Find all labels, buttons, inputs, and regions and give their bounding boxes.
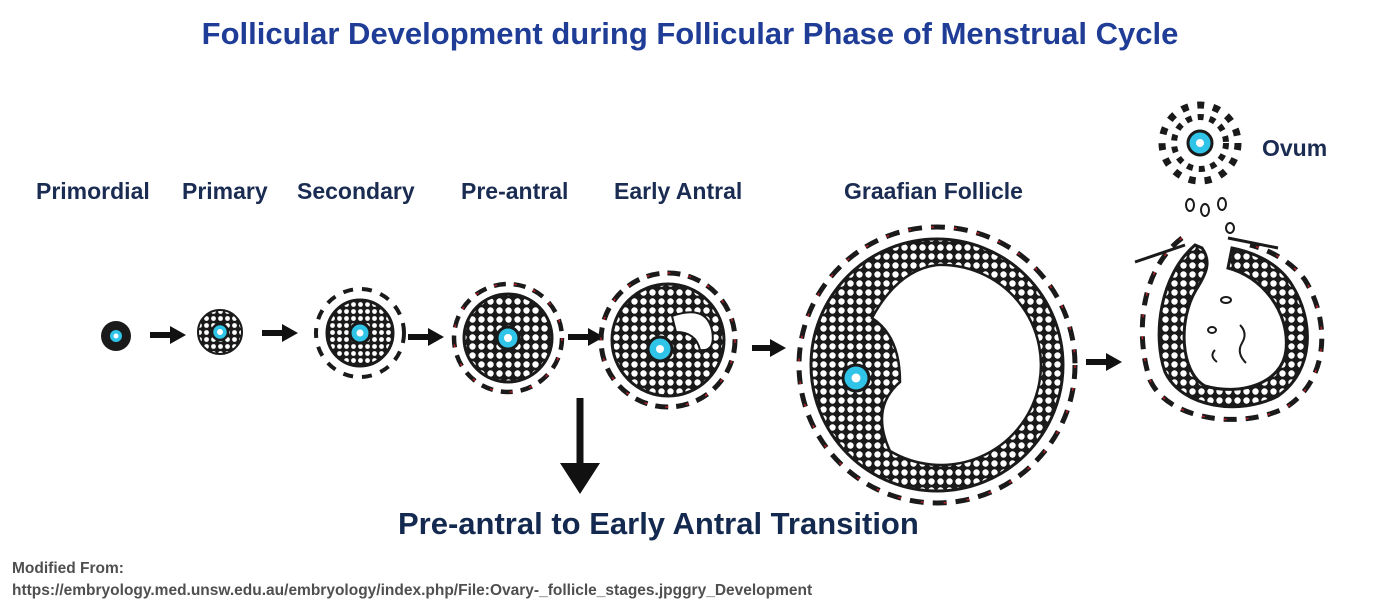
ruptured-follicle xyxy=(1134,197,1325,422)
diagram-title: Follicular Development during Follicular… xyxy=(201,16,1179,51)
source-credit: Modified From: https://embryology.med.un… xyxy=(12,558,812,602)
arrow-pre-antral-to-early-antral xyxy=(568,328,604,346)
label-primordial: Primordial xyxy=(36,178,150,204)
early-antral-follicle xyxy=(598,270,738,410)
label-primary: Primary xyxy=(182,178,268,204)
primordial-follicle xyxy=(101,321,131,351)
transition-label: Pre-antral to Early Antral Transition xyxy=(398,506,919,541)
label-early-antral: Early Antral xyxy=(614,178,743,204)
label-secondary: Secondary xyxy=(297,178,415,204)
credit-url: https://embryology.med.unsw.edu.au/embry… xyxy=(12,582,813,599)
label-pre-antral: Pre-antral xyxy=(461,178,569,204)
primary-follicle xyxy=(197,309,243,355)
pre-antral-follicle xyxy=(451,281,565,395)
secondary-follicle xyxy=(314,287,406,379)
graafian-follicle xyxy=(796,224,1078,506)
transition-down-arrow xyxy=(560,398,600,494)
arrow-secondary-to-pre-antral xyxy=(408,328,444,346)
ovum xyxy=(1158,101,1242,185)
arrow-primary-to-secondary xyxy=(262,324,298,342)
credit-heading: Modified From: xyxy=(12,560,124,577)
label-graafian-follicle: Graafian Follicle xyxy=(844,178,1023,204)
label-ovum: Ovum xyxy=(1262,135,1328,161)
arrow-early-antral-to-graafian xyxy=(752,339,786,357)
arrow-graafian-to-ovulation xyxy=(1086,353,1122,371)
arrow-primordial-to-primary xyxy=(150,326,186,344)
